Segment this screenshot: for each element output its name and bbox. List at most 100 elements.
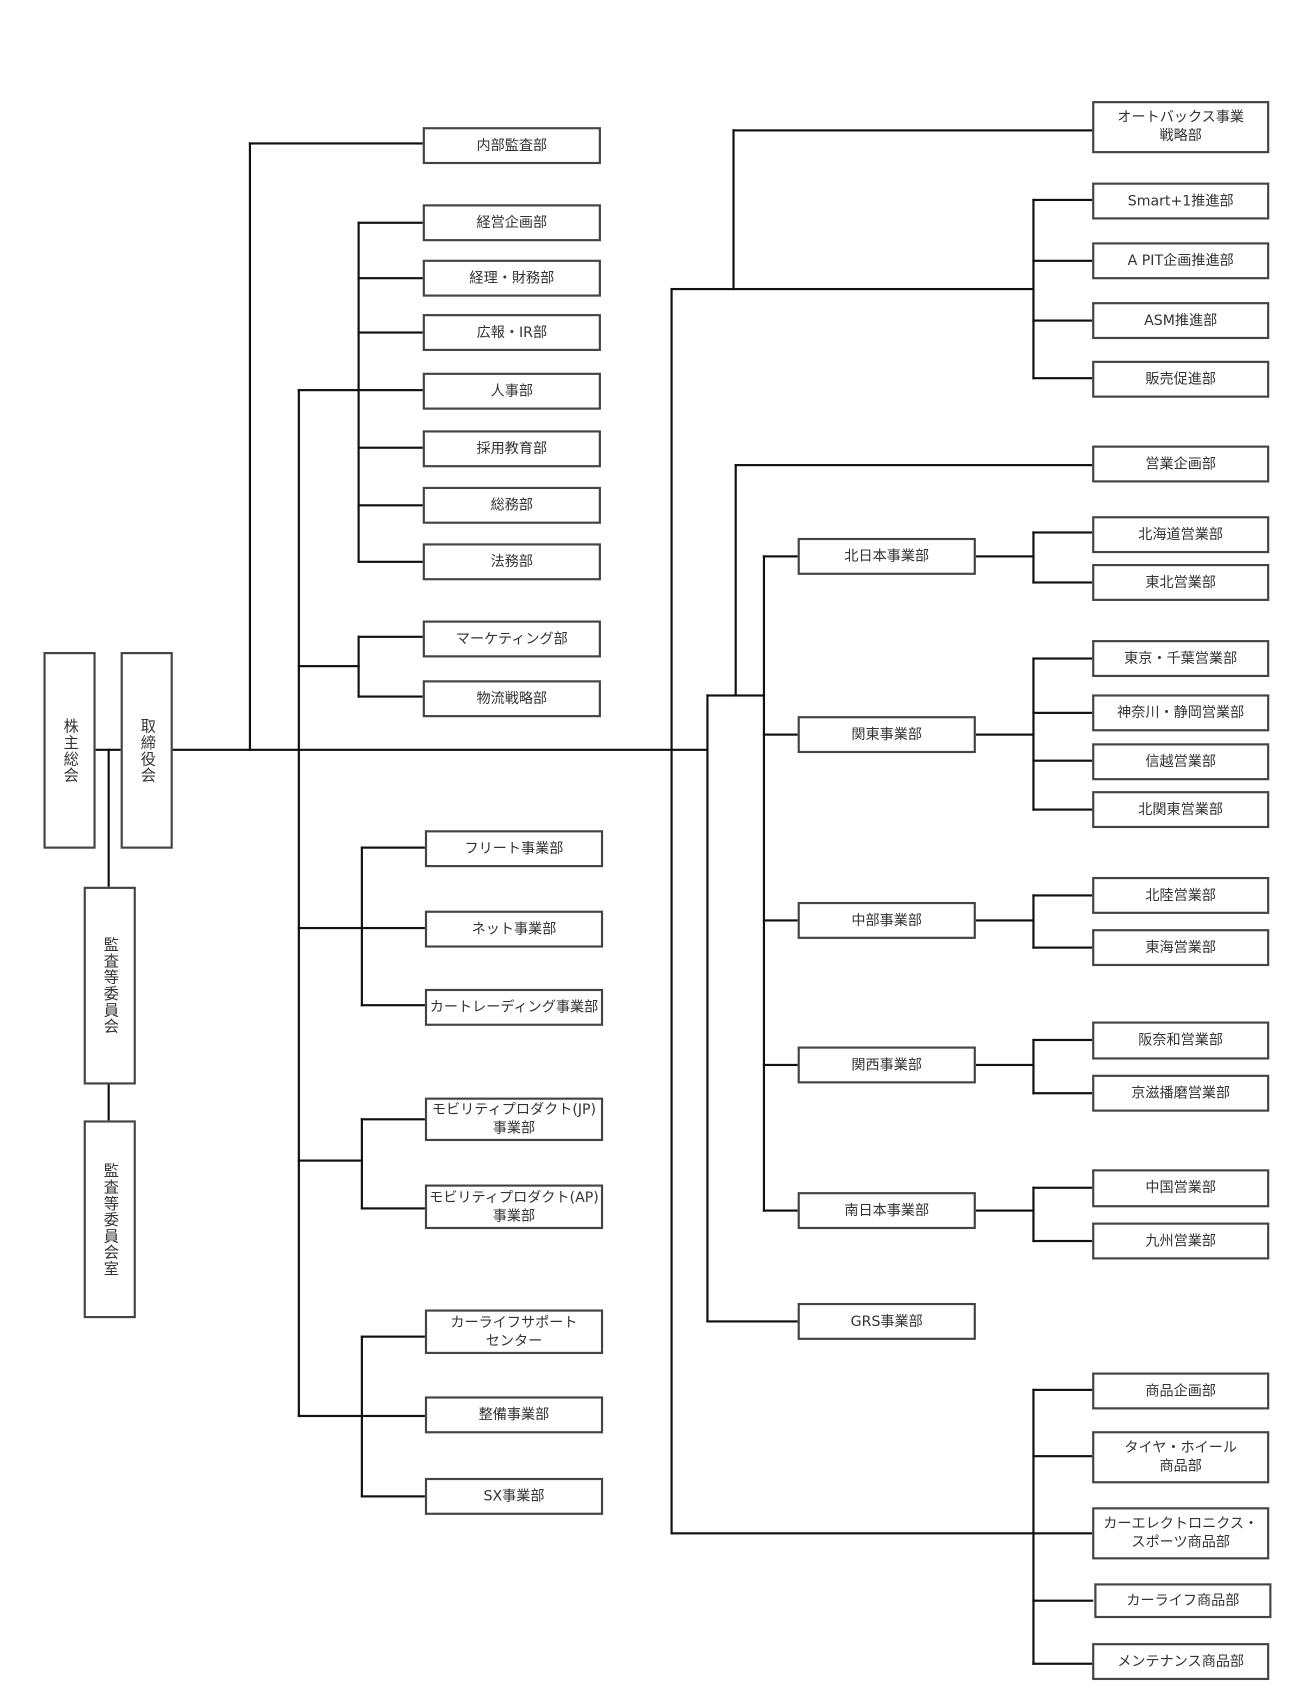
connector-line [1032, 319, 1094, 322]
org-unit-tohoku: 東北営業部 [1092, 563, 1270, 601]
org-unit-keiji-banma: 京滋播磨営業部 [1092, 1074, 1270, 1112]
connector-line [297, 1414, 363, 1418]
connector-line [1032, 1092, 1094, 1095]
connector-line [1032, 657, 1094, 660]
org-unit-mobility-jp: モビリティプロダクト(JP) 事業部 [424, 1097, 604, 1142]
connector-line [360, 846, 426, 849]
org-unit-carlife-products: カーライフ商品部 [1094, 1583, 1272, 1619]
org-unit-audit-committee: 監査等委員会 [83, 886, 136, 1085]
connector-line [1032, 531, 1094, 534]
org-unit-accounting-finance: 経理・財務部 [422, 259, 601, 297]
connector-line [357, 504, 424, 507]
connector-line [360, 1118, 363, 1210]
connector-line [297, 1159, 363, 1162]
org-unit-recruit-edu: 採用教育部 [422, 430, 601, 468]
connector-line [248, 142, 424, 145]
connector-line [670, 287, 673, 1535]
connector-line [762, 555, 766, 1212]
org-unit-hokuriku: 北陸営業部 [1092, 876, 1270, 914]
connector-line [357, 331, 424, 334]
connector-line [357, 221, 360, 563]
org-unit-logistics-strategy: 物流戦略部 [422, 680, 601, 718]
connector-line [360, 926, 426, 930]
org-unit-mobility-ap: モビリティプロダクト(AP) 事業部 [424, 1184, 604, 1230]
connector-line [762, 919, 799, 922]
org-unit-sales-planning: 営業企画部 [1092, 445, 1270, 483]
org-unit-car-electronics: カーエレクトロニクス・ スポーツ商品部 [1092, 1507, 1270, 1560]
connector-line [297, 389, 424, 392]
connector-line [706, 694, 709, 1323]
org-unit-audit-committee-office: 監査等委員会室 [83, 1120, 136, 1319]
connector-line [762, 733, 799, 736]
connector-line [1032, 259, 1094, 262]
connector-line [1032, 894, 1094, 897]
org-unit-maintenance-biz: 整備事業部 [424, 1396, 604, 1434]
connector-line [732, 129, 1094, 132]
connector-line [297, 665, 360, 668]
connector-line [732, 129, 735, 291]
connector-line [1032, 946, 1094, 949]
connector-line [670, 287, 1035, 291]
org-unit-kansai: 関西事業部 [797, 1046, 976, 1084]
org-unit-shareholders: 株主総会 [43, 652, 96, 849]
org-unit-apit: A PIT企画推進部 [1092, 242, 1270, 280]
org-unit-autobacs-strategy: オートバックス事業 戦略部 [1092, 101, 1270, 154]
connector-line [1032, 377, 1094, 380]
connector-line [1032, 1388, 1094, 1391]
org-unit-hokkaido: 北海道営業部 [1092, 516, 1270, 554]
org-unit-kanto: 関東事業部 [797, 716, 976, 754]
org-unit-net: ネット事業部 [424, 910, 604, 948]
org-unit-board: 取締役会 [120, 652, 173, 849]
connector-line [706, 1320, 799, 1323]
org-unit-tokai: 東海営業部 [1092, 929, 1270, 967]
org-unit-fleet: フリート事業部 [424, 830, 604, 868]
connector-line [357, 277, 424, 280]
connector-line [1032, 198, 1035, 380]
connector-line [1032, 1239, 1094, 1243]
connector-line [360, 1207, 426, 1210]
connector-line [762, 1209, 799, 1212]
connector-line [360, 1414, 426, 1418]
connector-line [974, 555, 1035, 558]
org-unit-kyushu: 九州営業部 [1092, 1222, 1270, 1260]
connector-line [1032, 759, 1094, 762]
connector-line [762, 555, 799, 558]
org-unit-kita-kanto: 北関東営業部 [1092, 791, 1270, 829]
org-unit-marketing: マーケティング部 [422, 620, 601, 658]
connector-line [248, 142, 252, 751]
connector-line [1032, 1186, 1035, 1243]
org-unit-legal: 法務部 [422, 543, 601, 581]
connector-line [360, 1495, 426, 1498]
org-unit-north-japan: 北日本事業部 [797, 537, 976, 575]
connector-line [734, 464, 737, 697]
connector-line [1032, 198, 1094, 202]
connector-line [1032, 711, 1094, 714]
connector-line [1032, 1388, 1035, 1665]
org-unit-corp-planning: 経営企画部 [422, 204, 601, 242]
connector-line [171, 748, 709, 751]
connector-line [1032, 1186, 1094, 1189]
connector-line [1032, 581, 1094, 584]
connector-line [357, 635, 360, 698]
connector-line [1032, 1532, 1094, 1535]
connector-line [360, 1004, 426, 1007]
connector-line [974, 1209, 1035, 1212]
org-unit-tire-wheel: タイヤ・ホイール 商品部 [1092, 1431, 1270, 1484]
connector-line [357, 635, 424, 638]
connector-line [297, 926, 363, 930]
connector-line [974, 1063, 1035, 1067]
connector-line [670, 1532, 1035, 1535]
org-unit-grs: GRS事業部 [797, 1302, 976, 1340]
connector-line [1032, 1038, 1035, 1095]
org-unit-shinetsu: 信越営業部 [1092, 743, 1270, 781]
org-unit-car-trading: カートレーディング事業部 [424, 988, 604, 1026]
org-unit-product-planning: 商品企画部 [1092, 1372, 1270, 1410]
org-unit-carlife-support: カーライフサポート センター [424, 1309, 604, 1355]
org-unit-sales-promo: 販売促進部 [1092, 360, 1270, 398]
connector-line [734, 464, 1094, 467]
org-unit-chubu: 中部事業部 [797, 901, 976, 939]
connector-line [360, 1335, 426, 1338]
connector-line [297, 389, 300, 1418]
connector-line [107, 748, 110, 888]
